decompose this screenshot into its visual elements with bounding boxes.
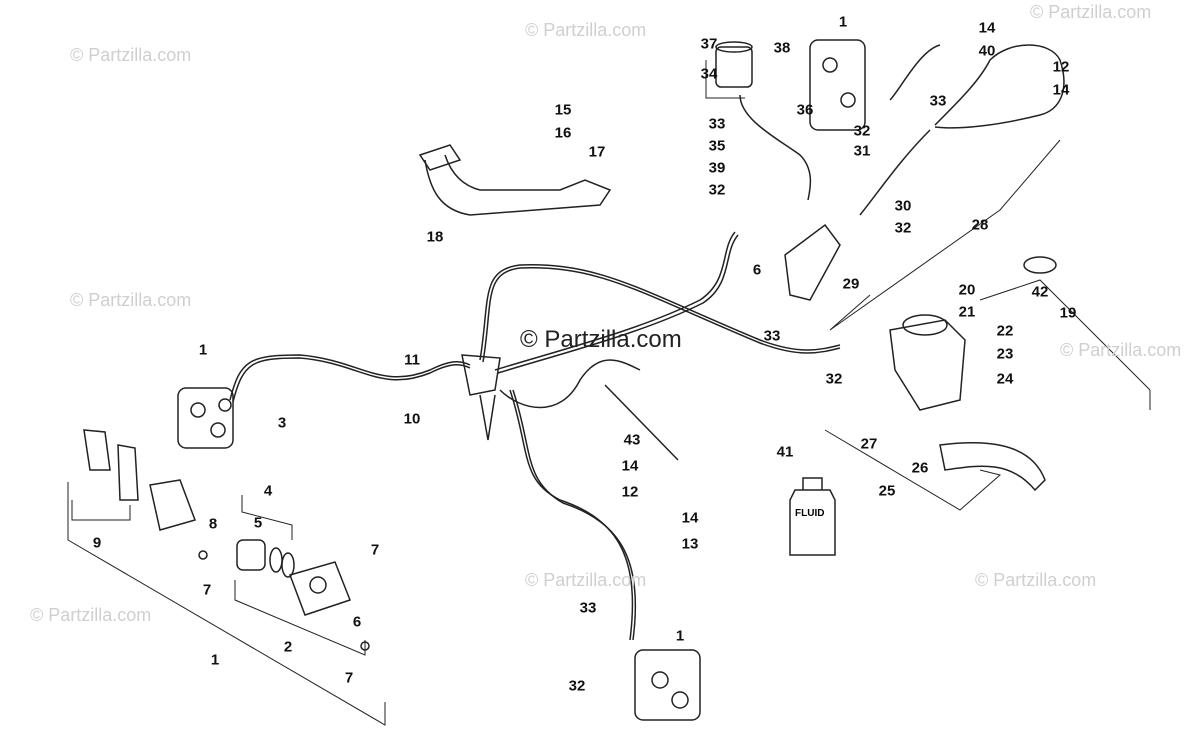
callout-19[interactable]: 19 bbox=[1059, 304, 1077, 322]
callout-31[interactable]: 31 bbox=[853, 142, 871, 160]
front-master-cylinder bbox=[889, 319, 966, 411]
watermark: © Partzilla.com bbox=[70, 290, 192, 310]
callout-33[interactable]: 33 bbox=[929, 92, 947, 110]
callout-7[interactable]: 7 bbox=[202, 581, 212, 599]
callout-25[interactable]: 25 bbox=[878, 482, 896, 500]
callout-7[interactable]: 7 bbox=[370, 541, 380, 559]
rear-master-cylinder bbox=[784, 223, 841, 301]
callout-21[interactable]: 21 bbox=[958, 303, 976, 321]
callout-32[interactable]: 32 bbox=[825, 370, 843, 388]
callout-34[interactable]: 34 bbox=[700, 65, 718, 83]
caliper-left bbox=[177, 387, 234, 449]
brake-pedal bbox=[424, 154, 612, 216]
callout-8[interactable]: 8 bbox=[208, 515, 218, 533]
retaining-ring bbox=[1023, 256, 1057, 274]
watermark: © Partzilla.com bbox=[1060, 340, 1182, 360]
reservoir-cap bbox=[902, 314, 948, 336]
watermark: © Partzilla.com bbox=[975, 570, 1097, 590]
watermark: © Partzilla.com bbox=[525, 570, 647, 590]
reservoir bbox=[715, 41, 753, 88]
callout-18[interactable]: 18 bbox=[426, 228, 444, 246]
callout-40[interactable]: 40 bbox=[978, 42, 996, 60]
callout-13[interactable]: 13 bbox=[681, 535, 699, 553]
caliper-top bbox=[809, 39, 866, 131]
callout-9[interactable]: 9 bbox=[92, 534, 102, 552]
brake-lines bbox=[229, 44, 1065, 641]
junction-bracket bbox=[479, 394, 496, 441]
callout-6[interactable]: 6 bbox=[352, 613, 362, 631]
callout-2[interactable]: 2 bbox=[283, 638, 293, 656]
group-brackets bbox=[67, 60, 1151, 726]
callout-38[interactable]: 38 bbox=[773, 39, 791, 57]
callout-33[interactable]: 33 bbox=[579, 599, 597, 617]
callout-32[interactable]: 32 bbox=[568, 677, 586, 695]
callout-6[interactable]: 6 bbox=[752, 261, 762, 279]
callout-12[interactable]: 12 bbox=[1052, 58, 1070, 76]
callout-14[interactable]: 14 bbox=[1052, 81, 1070, 99]
watermark: © Partzilla.com bbox=[70, 45, 192, 65]
callout-12[interactable]: 12 bbox=[621, 483, 639, 501]
callout-41[interactable]: 41 bbox=[776, 443, 794, 461]
fluid-bottle bbox=[789, 477, 836, 556]
callout-37[interactable]: 37 bbox=[700, 35, 718, 53]
callout-4[interactable]: 4 bbox=[263, 482, 273, 500]
junction-block bbox=[461, 354, 501, 396]
callout-28[interactable]: 28 bbox=[971, 216, 989, 234]
callout-42[interactable]: 42 bbox=[1031, 283, 1049, 301]
callout-32[interactable]: 32 bbox=[708, 181, 726, 199]
callout-27[interactable]: 27 bbox=[860, 435, 878, 453]
callout-35[interactable]: 35 bbox=[708, 137, 726, 155]
callout-20[interactable]: 20 bbox=[958, 281, 976, 299]
callout-23[interactable]: 23 bbox=[996, 345, 1014, 363]
bottle-label: FLUID bbox=[795, 508, 825, 519]
callout-3[interactable]: 3 bbox=[277, 414, 287, 432]
callout-15[interactable]: 15 bbox=[554, 101, 572, 119]
pedal-pad bbox=[418, 144, 462, 171]
callout-11[interactable]: 11 bbox=[404, 351, 420, 369]
callout-10[interactable]: 10 bbox=[403, 410, 421, 428]
callout-43[interactable]: 43 bbox=[623, 431, 641, 449]
watermark: © Partzilla.com bbox=[1030, 2, 1152, 22]
callout-7[interactable]: 7 bbox=[344, 669, 354, 687]
callout-26[interactable]: 26 bbox=[911, 459, 929, 477]
center-watermark: © Partzilla.com bbox=[520, 326, 682, 353]
callout-17[interactable]: 17 bbox=[588, 143, 606, 161]
watermark: © Partzilla.com bbox=[30, 605, 152, 625]
brake-lever bbox=[939, 441, 1046, 492]
callout-30[interactable]: 30 bbox=[894, 197, 912, 215]
callout-32[interactable]: 32 bbox=[853, 122, 871, 140]
cable-tie bbox=[604, 384, 679, 461]
callout-39[interactable]: 39 bbox=[708, 159, 726, 177]
callout-14[interactable]: 14 bbox=[978, 19, 996, 37]
callout-14[interactable]: 14 bbox=[681, 509, 699, 527]
callout-1[interactable]: 1 bbox=[675, 627, 685, 645]
callout-33[interactable]: 33 bbox=[708, 115, 726, 133]
callout-14[interactable]: 14 bbox=[621, 457, 639, 475]
callout-32[interactable]: 32 bbox=[894, 219, 912, 237]
watermark: © Partzilla.com bbox=[525, 20, 647, 40]
callout-1[interactable]: 1 bbox=[838, 13, 848, 31]
callout-29[interactable]: 29 bbox=[842, 275, 860, 293]
caliper-bottom bbox=[634, 649, 701, 721]
callout-1[interactable]: 1 bbox=[210, 651, 220, 669]
callout-24[interactable]: 24 bbox=[996, 370, 1014, 388]
callout-1[interactable]: 1 bbox=[198, 341, 208, 359]
callout-33[interactable]: 33 bbox=[763, 327, 781, 345]
callout-36[interactable]: 36 bbox=[796, 101, 814, 119]
callout-22[interactable]: 22 bbox=[996, 322, 1014, 340]
callout-16[interactable]: 16 bbox=[554, 124, 572, 142]
callout-5[interactable]: 5 bbox=[253, 514, 263, 532]
